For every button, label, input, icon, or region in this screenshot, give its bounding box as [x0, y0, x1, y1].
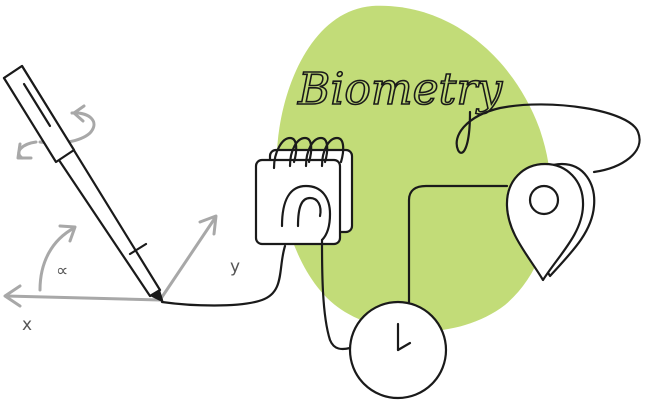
connection-line-title-pin	[455, 103, 641, 174]
x-axis-line	[4, 294, 162, 302]
green-blob	[276, 5, 552, 332]
angle-arc-arrowhead	[58, 224, 77, 243]
pen-cap	[2, 64, 76, 164]
location-pin-icon	[505, 162, 596, 282]
x-axis-label: x	[22, 315, 32, 335]
angle-label: ∝	[56, 261, 68, 281]
x-axis-arrowhead	[3, 284, 22, 308]
angle-arc	[38, 226, 76, 292]
notepad-spiral-1	[272, 136, 298, 170]
connection-line-pen-notepad	[160, 244, 287, 307]
clock-icon	[348, 300, 448, 400]
clock-minute-hand	[396, 341, 412, 352]
connection-line-clock-pin	[407, 184, 509, 304]
pen-tip	[150, 290, 164, 303]
notepad-spiral-3	[304, 136, 329, 168]
pin-hole	[528, 184, 560, 216]
connection-line-notepad-clock	[320, 238, 352, 351]
pin-body	[505, 162, 585, 282]
notepad-icon	[254, 136, 354, 246]
pen-icon	[2, 64, 164, 303]
y-axis-label: y	[230, 257, 240, 277]
pen-clip	[22, 82, 52, 128]
diagram-title: Biometry	[297, 64, 503, 115]
notepad-front-page	[254, 158, 342, 246]
y-axis-arrowhead	[198, 214, 218, 236]
pen-grip-line	[128, 242, 148, 256]
fingerprint-icon	[280, 184, 332, 242]
notepad-spiral-2	[288, 136, 313, 168]
notepad-spiral-4	[320, 136, 345, 168]
coordinate-axes	[3, 214, 218, 308]
y-axis-line	[158, 216, 217, 302]
